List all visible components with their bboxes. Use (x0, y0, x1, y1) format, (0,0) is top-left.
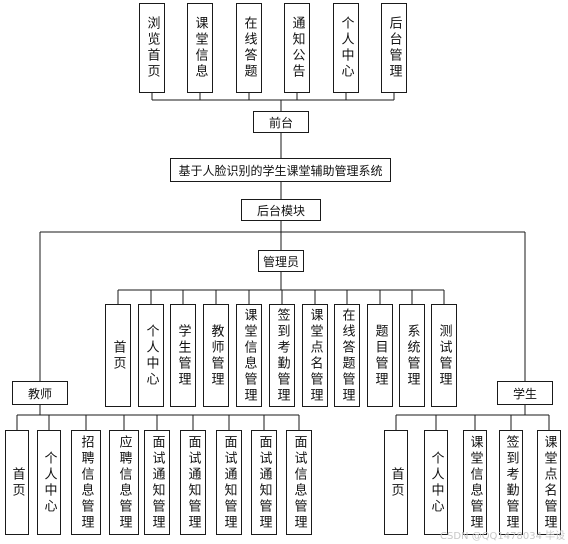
student-module-1: 首页 (384, 430, 408, 535)
teacher-module-9: 面试信息管理 (286, 430, 312, 535)
admin-module-5: 课堂信息管理 (236, 304, 262, 407)
front-module-3: 在线答题 (236, 3, 262, 93)
teacher-module-7: 面试通知管理 (216, 430, 242, 535)
student-module-2: 个人中心 (424, 430, 448, 535)
admin-module-3: 学生管理 (170, 304, 196, 407)
teacher-module-3: 招聘信息管理 (71, 430, 101, 535)
front-module-4: 通知公告 (284, 3, 310, 93)
admin-module-8: 在线答题管理 (334, 304, 360, 407)
student-module-3: 课堂信息管理 (463, 430, 487, 535)
admin-module-2: 个人中心 (138, 304, 164, 407)
admin-module-9: 题目管理 (367, 304, 393, 407)
front-node: 前台 (253, 111, 309, 133)
student-module-4: 签到考勤管理 (499, 430, 523, 535)
teacher-module-5: 面试通知管理 (144, 430, 170, 535)
admin-module-4: 教师管理 (203, 304, 229, 407)
backend-node: 后台模块 (241, 199, 321, 221)
front-module-2: 课堂信息 (187, 3, 213, 93)
teacher-module-2: 个人中心 (37, 430, 61, 535)
student-module-5: 课堂点名管理 (537, 430, 561, 535)
front-module-5: 个人中心 (333, 3, 359, 93)
front-module-6: 后台管理 (381, 3, 407, 93)
front-module-1: 浏览首页 (139, 3, 165, 93)
admin-module-7: 课堂点名管理 (302, 304, 328, 407)
admin-module-6: 签到考勤管理 (269, 304, 295, 407)
admin-node: 管理员 (258, 250, 304, 272)
admin-module-1: 首页 (105, 304, 131, 407)
student-node: 学生 (497, 381, 553, 405)
watermark: CSDN @QQ1478034 毕设 (440, 531, 566, 542)
teacher-module-4: 应聘信息管理 (109, 430, 139, 535)
admin-module-10: 系统管理 (399, 304, 425, 407)
teacher-node: 教师 (12, 381, 68, 405)
teacher-module-6: 面试通知管理 (180, 430, 206, 535)
admin-module-11: 测试管理 (431, 304, 457, 407)
system-title-node: 基于人脸识别的学生课堂辅助管理系统 (170, 158, 391, 182)
teacher-module-8: 面试通知管理 (251, 430, 277, 535)
teacher-module-1: 首页 (5, 430, 29, 535)
